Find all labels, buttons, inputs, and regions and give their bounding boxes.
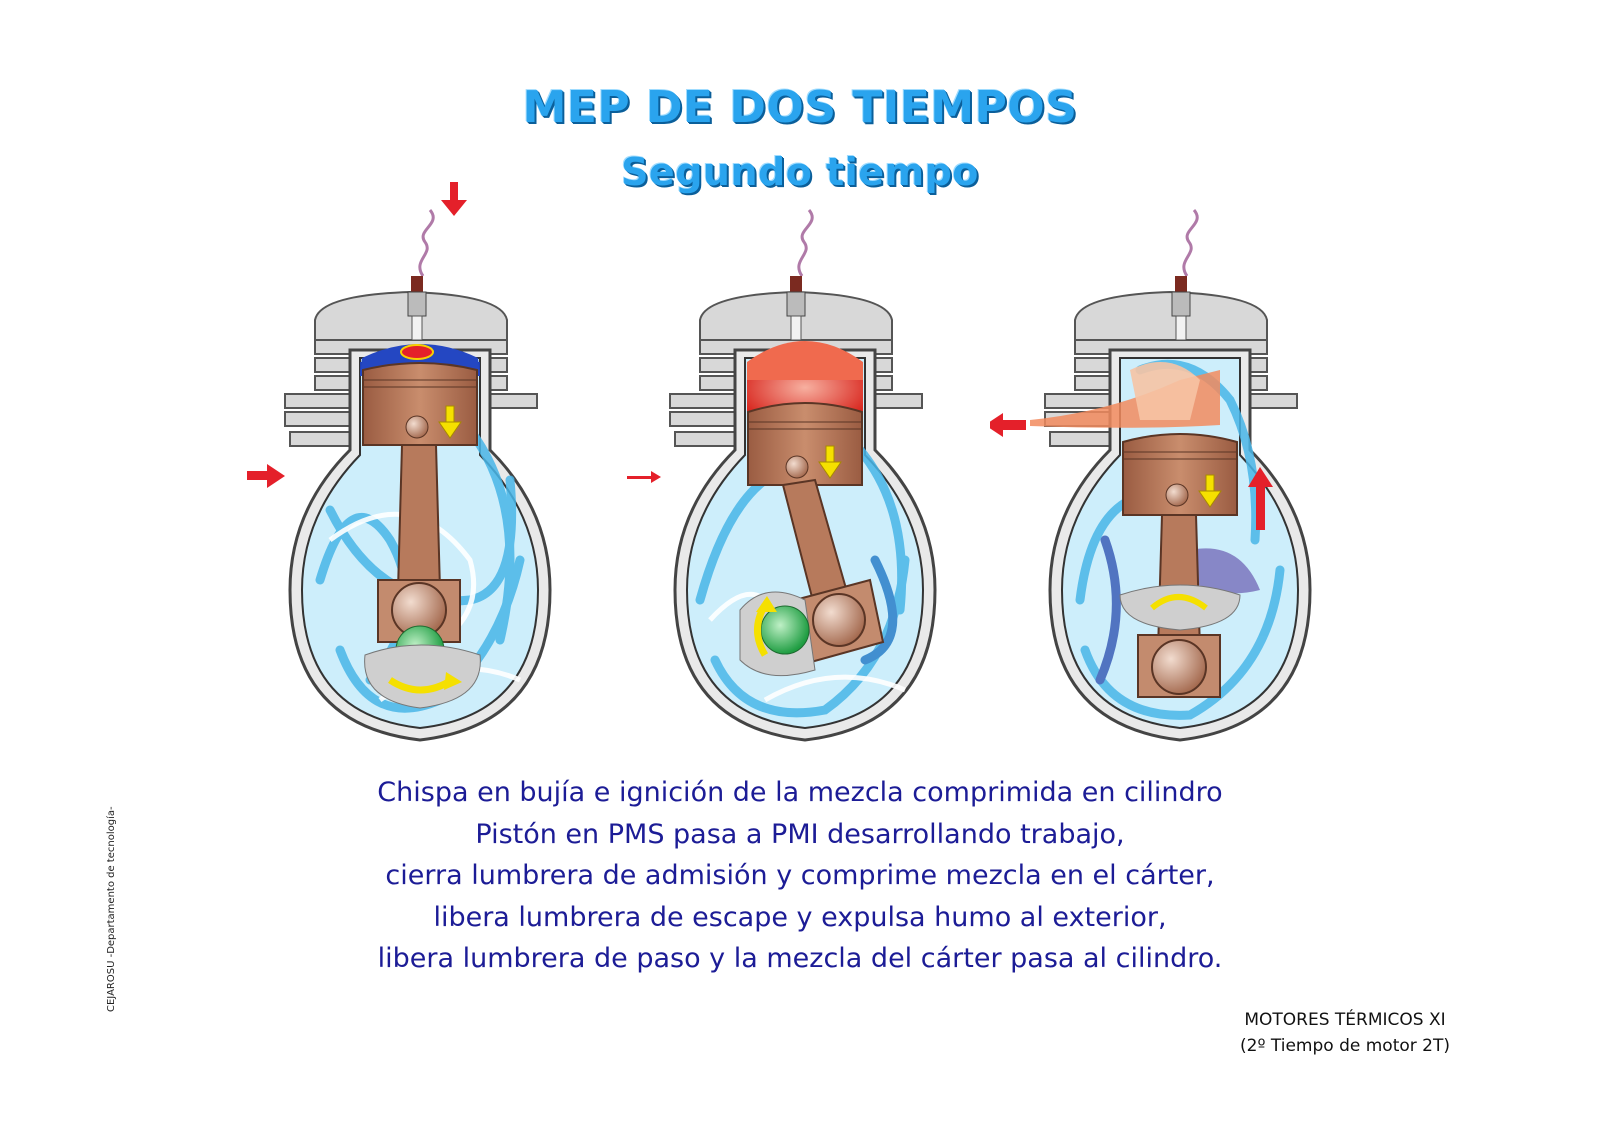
red-arrow-icon [441,182,467,216]
spark-plug-icon [1171,276,1191,341]
description-line-4: libera lumbrera de escape y expulsa humo… [433,901,1167,933]
red-arrow-icon [1248,467,1273,530]
yellow-arrow-icon [818,445,842,479]
description-line-2: Pistón en PMS pasa a PMI desarrollando t… [475,818,1125,850]
footer-caption: MOTORES TÉRMICOS XI (2º Tiempo de motor … [1240,1007,1450,1059]
spark-plug-icon [786,276,806,341]
red-arrow-icon [990,413,1026,437]
red-arrow-icon [627,471,661,483]
description: Chispa en bujía e ignición de la mezcla … [300,772,1300,980]
engine-diagram-1 [247,182,552,742]
piston [362,362,478,446]
spark-wire-icon [418,209,435,277]
description-line-3: cierra lumbrera de admisión y comprime m… [385,860,1215,891]
engine-diagram-3 [990,209,1312,742]
page-title: MEP DE DOS TIEMPOS [522,82,1078,133]
red-arrow-icon [247,464,285,488]
connecting-rod [396,444,442,591]
spark-wire-icon [1182,209,1199,277]
footer-line-1: MOTORES TÉRMICOS XI [1244,1010,1446,1030]
yellow-arrow-icon [438,405,462,439]
crankshaft [1151,639,1207,695]
piston [747,402,863,486]
spark-wire-icon [797,209,814,277]
crankshaft [760,605,810,655]
spark-plug-icon [407,276,427,341]
spark-flame [400,344,434,360]
description-line-1: Chispa en bujía e ignición de la mezcla … [377,777,1223,808]
engine-diagram-2 [627,209,937,742]
page-subtitle: Segundo tiempo [621,150,979,194]
side-credit: CEJAROSU -Departamento de tecnología- [106,806,117,1012]
footer-line-2: (2º Tiempo de motor 2T) [1240,1036,1450,1056]
piston [1122,433,1238,516]
description-line-5: libera lumbrera de paso y la mezcla del … [377,943,1223,974]
fuel-mixture [695,445,910,718]
yellow-arrow-icon [1198,474,1222,508]
